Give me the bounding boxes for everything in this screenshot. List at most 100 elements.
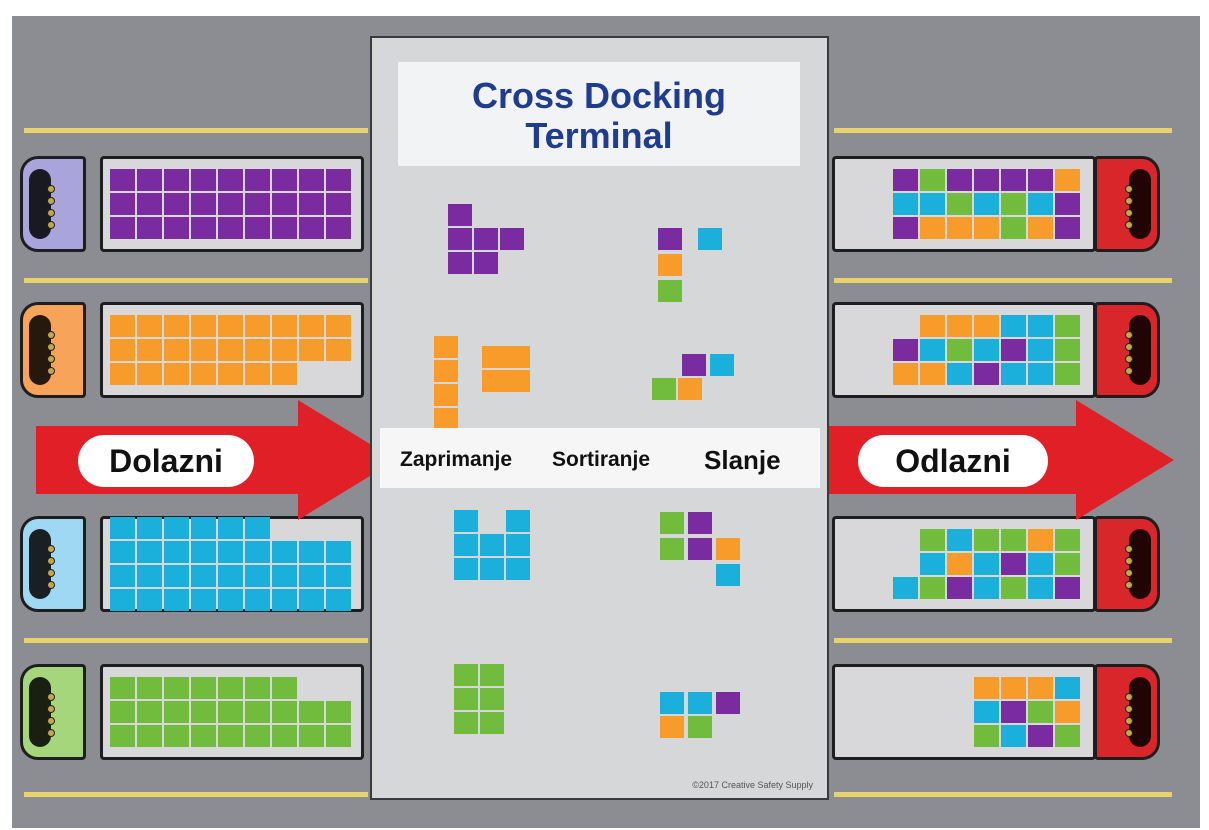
cargo-box <box>164 217 189 239</box>
cab-light <box>1125 197 1133 205</box>
cargo-box <box>137 725 162 747</box>
cargo-box <box>1001 169 1026 191</box>
cargo-box <box>947 363 972 385</box>
cargo-box <box>137 701 162 723</box>
truck-cab <box>1094 664 1160 760</box>
cargo-box <box>137 169 162 191</box>
windshield <box>29 315 51 385</box>
cargo-box <box>218 541 243 563</box>
cargo-box <box>947 577 972 599</box>
cab-light <box>1125 367 1133 375</box>
cargo-box <box>137 517 162 539</box>
cargo-box <box>245 589 270 611</box>
cab-light <box>47 729 55 737</box>
cargo-box <box>947 553 972 575</box>
cargo-box <box>110 725 135 747</box>
sorting-block <box>482 346 506 368</box>
cargo-box <box>218 565 243 587</box>
cargo-box <box>218 339 243 361</box>
cargo-box <box>245 339 270 361</box>
cargo-box <box>974 701 999 723</box>
cargo-box <box>272 217 297 239</box>
sorting-block <box>660 512 684 534</box>
cargo-box <box>191 193 216 215</box>
cargo-box <box>110 541 135 563</box>
sorting-block <box>716 692 740 714</box>
stage-shipping: Slanje <box>704 445 781 475</box>
empty-slot <box>299 677 324 699</box>
cargo-box <box>137 589 162 611</box>
sorting-block <box>506 534 530 556</box>
cargo-box <box>920 339 945 361</box>
sorting-block <box>448 228 472 250</box>
cargo-box <box>272 701 297 723</box>
cargo-box <box>920 529 945 551</box>
cargo-box <box>110 701 135 723</box>
cargo-box <box>191 725 216 747</box>
cab-light <box>47 185 55 193</box>
sorting-block <box>688 692 712 714</box>
cab-light <box>1125 545 1133 553</box>
cargo-box <box>245 169 270 191</box>
cargo-box <box>299 169 324 191</box>
sorting-block <box>454 558 478 580</box>
outbound-truck-3 <box>832 514 1192 614</box>
cargo-box <box>974 677 999 699</box>
cargo-box <box>218 725 243 747</box>
cargo-box <box>245 701 270 723</box>
cargo-box <box>1055 577 1080 599</box>
sorting-block <box>480 558 504 580</box>
cargo-box <box>164 541 189 563</box>
cargo-box <box>1055 339 1080 361</box>
cargo-box <box>245 193 270 215</box>
cargo-box <box>326 193 351 215</box>
cargo-box <box>191 169 216 191</box>
sorting-block <box>448 252 472 274</box>
cargo-box <box>218 169 243 191</box>
cargo-box <box>1028 363 1053 385</box>
copyright-note: ©2017 Creative Safety Supply <box>692 780 813 790</box>
cargo-box <box>245 541 270 563</box>
sorting-block <box>474 228 498 250</box>
cargo-box <box>245 725 270 747</box>
cargo-box <box>920 363 945 385</box>
cargo-box <box>326 725 351 747</box>
cargo-box <box>191 517 216 539</box>
cab-light <box>47 705 55 713</box>
cab-light <box>1125 581 1133 589</box>
empty-slot <box>893 701 918 723</box>
sorting-block <box>698 228 722 250</box>
cab-light <box>47 367 55 375</box>
cargo-box <box>164 517 189 539</box>
empty-slot <box>920 725 945 747</box>
sorting-block <box>716 564 740 586</box>
cargo-box <box>272 589 297 611</box>
cargo-load <box>893 169 1080 239</box>
empty-slot <box>947 725 972 747</box>
cargo-box <box>1055 725 1080 747</box>
empty-slot <box>299 517 324 539</box>
cargo-box <box>137 315 162 337</box>
cargo-box <box>1001 725 1026 747</box>
cargo-box <box>110 193 135 215</box>
outbound-label: Odlazni <box>858 435 1048 487</box>
lane-line <box>24 792 368 797</box>
cargo-box <box>974 363 999 385</box>
truck-cab <box>20 156 86 252</box>
sorting-block <box>434 360 458 382</box>
empty-slot <box>326 677 351 699</box>
cargo-box <box>974 553 999 575</box>
cab-light <box>47 557 55 565</box>
empty-slot <box>893 529 918 551</box>
cargo-load <box>110 677 351 747</box>
sorting-block <box>500 228 524 250</box>
truck-cab <box>1094 156 1160 252</box>
cargo-box <box>245 363 270 385</box>
cargo-box <box>218 315 243 337</box>
cargo-box <box>1028 677 1053 699</box>
cargo-box <box>137 677 162 699</box>
cargo-box <box>920 169 945 191</box>
sorting-block <box>658 280 682 302</box>
lane-line <box>834 128 1172 133</box>
cargo-box <box>164 725 189 747</box>
